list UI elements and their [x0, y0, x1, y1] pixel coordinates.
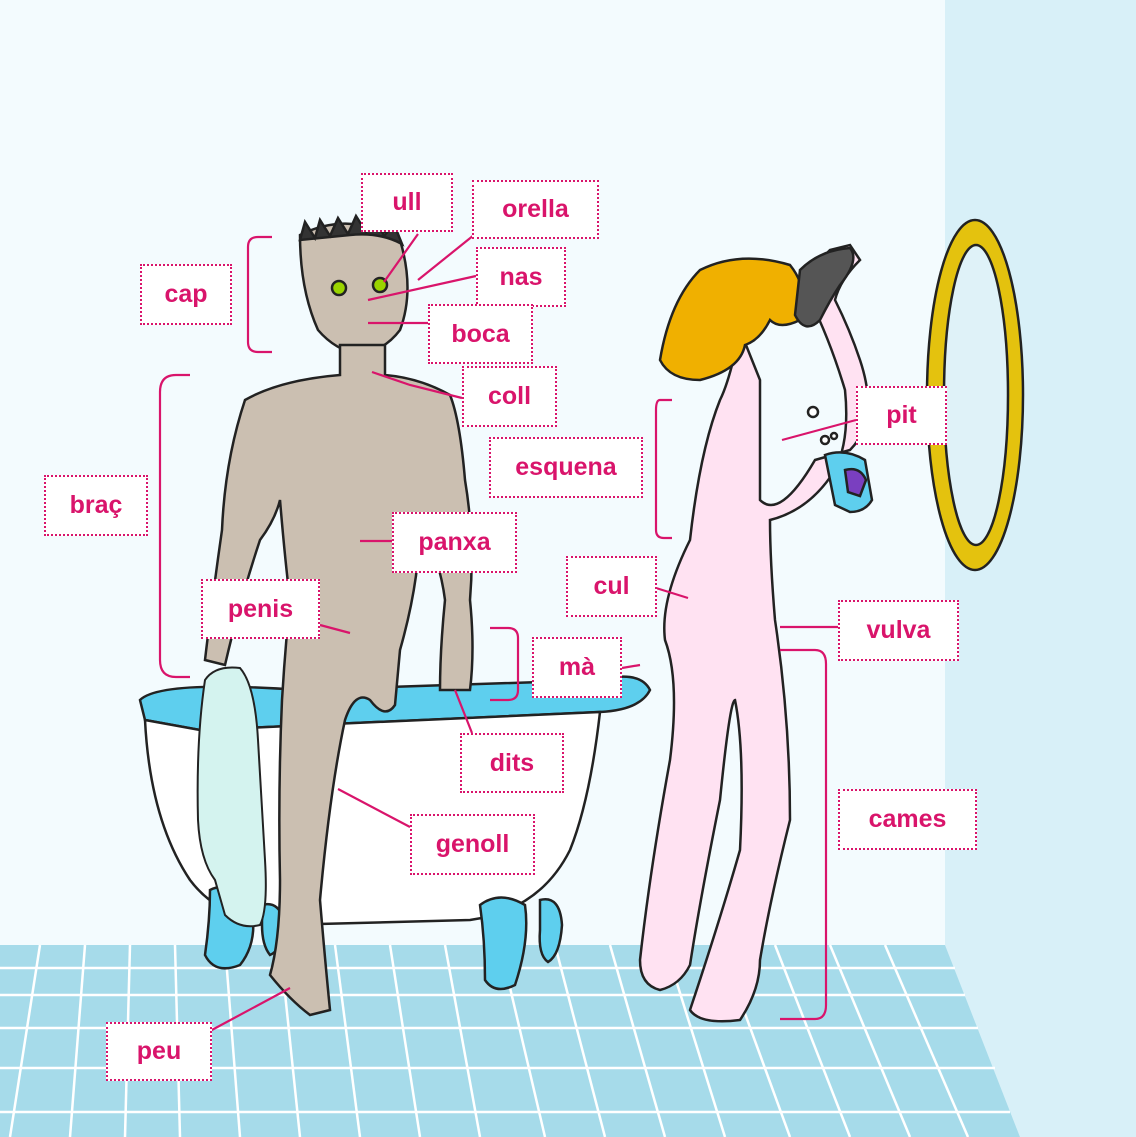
label-peu: peu — [106, 1022, 212, 1081]
label-ull: ull — [361, 173, 453, 232]
label-cul: cul — [566, 556, 657, 617]
label-ma: mà — [532, 637, 622, 698]
label-pit: pit — [856, 386, 947, 445]
label-dits: dits — [460, 733, 564, 793]
label-genoll: genoll — [410, 814, 535, 875]
label-panxa: panxa — [392, 512, 517, 573]
label-cames: cames — [838, 789, 977, 850]
label-brac: braç — [44, 475, 148, 536]
label-esquena: esquena — [489, 437, 643, 498]
label-coll: coll — [462, 366, 557, 427]
label-nas: nas — [476, 247, 566, 307]
label-cap: cap — [140, 264, 232, 325]
label-penis: penis — [201, 579, 320, 639]
label-orella: orella — [472, 180, 599, 239]
label-boca: boca — [428, 304, 533, 364]
label-vulva: vulva — [838, 600, 959, 661]
